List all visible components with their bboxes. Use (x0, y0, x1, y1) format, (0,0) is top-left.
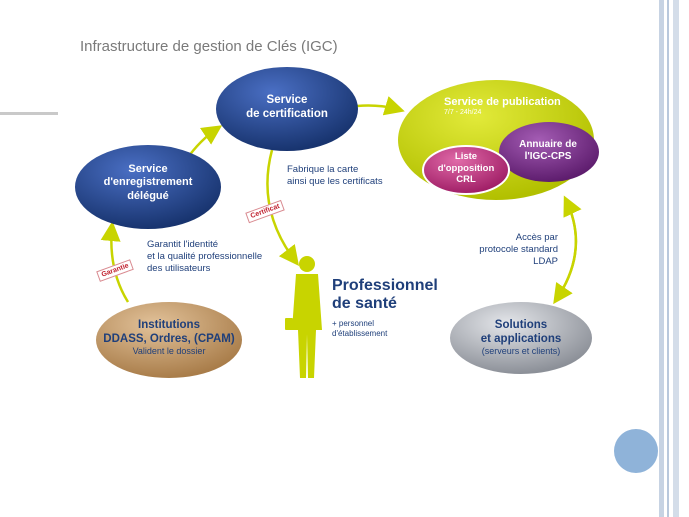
label-institutions: Institutions DDASS, Ordres, (CPAM) Valid… (103, 319, 235, 357)
diagram-title: Infrastructure de gestion de Clés (IGC) (80, 38, 338, 55)
slide-rule (0, 112, 58, 115)
node-liste (422, 145, 510, 195)
arrow-publication-to-solutions (553, 199, 578, 305)
professionnel-subtitle: + personnel d'établissement (332, 319, 388, 338)
note-fabrique: Fabrique la carte ainsi que les certific… (287, 164, 383, 187)
label-solutions: Solutions et applications (serveurs et c… (480, 319, 562, 357)
node-certification (216, 67, 358, 151)
node-enregistrement (75, 145, 221, 229)
label-annuaire: Annuaire de l'IGC-CPS (519, 139, 577, 163)
label-enregistrement: Service d'enregistrement délégué (103, 163, 193, 202)
note-garantit: Garantit l'identité et la qualité profes… (147, 239, 263, 274)
arrow-certification-to-publication (356, 96, 405, 116)
decorative-circle (614, 429, 658, 473)
slide-frame (657, 0, 689, 517)
node-institutions (96, 302, 242, 378)
professionnel-title: Professionnel de santé (332, 277, 438, 313)
node-annuaire (499, 122, 599, 182)
note-acces: Accès par protocole standard LDAP (479, 232, 558, 267)
label-certification: Service de certification (246, 94, 328, 121)
label-publication: Service de publication 7/7 - 24h/24 (444, 96, 561, 117)
node-solutions (450, 302, 592, 374)
label-liste: Liste d'opposition CRL (437, 151, 495, 186)
professional-figure (285, 256, 322, 378)
